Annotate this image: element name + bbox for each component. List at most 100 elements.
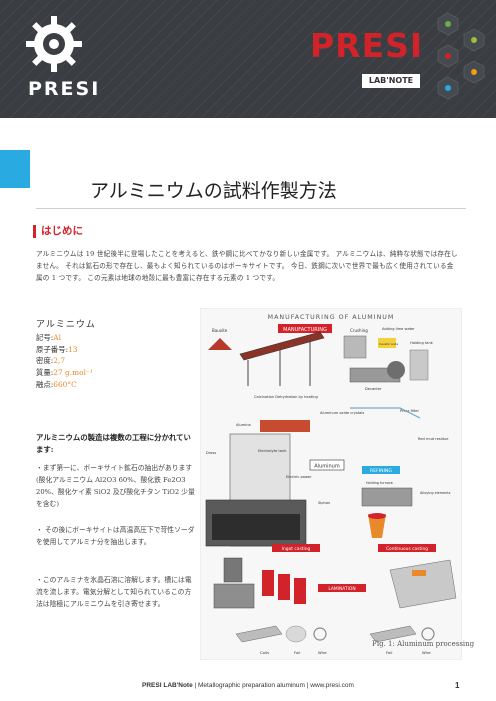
element-mass: 質量:27 g.mol⁻¹ (36, 367, 196, 379)
caustic-soda-label: Caustic soda (379, 342, 398, 346)
figure-caption: Fig. 1: Aluminum processing (372, 640, 475, 648)
red-mud-label: Red mud residue (418, 437, 449, 441)
calcination-label: Calcination Dehydration by heating (254, 395, 318, 399)
mass-value: 27 g.mol⁻¹ (53, 368, 93, 378)
hex-badge-icon (463, 60, 485, 84)
ingot-stack (213, 583, 255, 609)
refining-banner (362, 466, 400, 474)
manufacturing-bullet: ・まず第一に、ボーキサイト鉱石の抽出があります (酸化アルミニウム Al2O3 … (36, 464, 195, 508)
continuous-casting-label: Continuous casting (386, 546, 428, 552)
foil-product (369, 625, 417, 643)
element-number: 原子番号:13 (36, 344, 196, 356)
gear-logo-icon (26, 16, 82, 72)
footer-brand: PRESI LAB'Note (142, 682, 193, 689)
title-divider (36, 208, 466, 209)
symbol-value: Al (53, 332, 61, 342)
hex-badge-icon (437, 12, 459, 36)
section-marker (33, 225, 36, 238)
mass-label: 質量: (36, 368, 54, 378)
section-heading: はじめに (41, 225, 83, 237)
crushing-label: Crushing (350, 328, 368, 333)
footer: PRESI LAB'Note | Metallographic preparat… (0, 682, 496, 689)
aluminum-box (309, 459, 345, 471)
ingot-bar (262, 570, 274, 596)
ingot-casting-banner (272, 544, 320, 552)
blue-side-tab (0, 150, 30, 188)
holding-tank-label: Holding tank (410, 341, 434, 345)
wire-label: Wire (422, 650, 431, 655)
electric-power-label: Electric power (286, 475, 312, 479)
manufacturing-bullet: ・このアルミナを氷晶石溶に溶解します。槽には電流を流します。電気分解として知られ… (36, 576, 192, 608)
manufacturing-bullet: ・ その後にボーキサイトは高温高圧下で苛性ソーダを使用してアルミナ分を抽出します… (36, 526, 195, 546)
alumina-label: Alumina (236, 423, 251, 427)
page-title: アルミニウムの試料作製方法 (90, 180, 337, 202)
foil-label: Foil (294, 650, 300, 655)
aluminum-label: Aluminum (314, 464, 340, 470)
logo-text: PRESI (28, 78, 101, 100)
element-density: 密度:2,7 (36, 355, 196, 367)
coils-product (235, 625, 283, 643)
refining-label: REFINING (370, 468, 392, 474)
bauxite-pile (208, 338, 232, 350)
decanter-gear-icon (387, 361, 405, 379)
lime-water-label: Adding lime water (382, 327, 415, 331)
coils-label: Coils (260, 650, 269, 655)
dross-label: Dross (206, 451, 216, 455)
rolling-mill (389, 559, 457, 609)
number-value: 13 (68, 344, 78, 354)
hex-badge-icon (437, 44, 459, 68)
electrolyte-tank-label: Electrolyte tank (258, 449, 287, 453)
alloying-label: Alloying elements (420, 491, 451, 495)
crusher (343, 335, 367, 359)
manufacturing-intro: アルミニウムの製造は複数の工程に分かれています: (36, 433, 191, 454)
hex-badge-icon (437, 76, 459, 100)
labnote-badge: LAB'NOTE (362, 74, 420, 88)
conveyor-belt (239, 331, 325, 361)
footer-text: | Metallographic preparation aluminum | … (192, 682, 354, 689)
foil-roll (285, 625, 307, 643)
melting-label: 融点: (36, 379, 54, 389)
element-melting: 融点:660°C (36, 379, 196, 391)
intro-paragraph: アルミニウムは 19 世紀後半に登場したことを考えると、鉄や鋼に比べてかなり新し… (36, 250, 458, 282)
aluminum-oxide-label: Aluminum oxide crystals (320, 411, 364, 415)
element-symbol: 記号:Al (36, 332, 196, 344)
cell-bath (212, 514, 300, 540)
symbol-label: 記号: (36, 332, 54, 342)
decanter-label: Decanter (365, 387, 382, 391)
siphon-label: Siphon (318, 501, 330, 505)
element-name: アルミニウム (36, 320, 96, 330)
holding-tank (409, 349, 429, 381)
manufacturing-banner (278, 324, 332, 333)
number-label: 原子番号: (36, 344, 69, 354)
ingot-casting-label: Ingot casting (282, 546, 311, 552)
hex-badge-icon (463, 28, 485, 52)
continuous-casting-banner (378, 544, 436, 552)
melting-value: 660°C (53, 379, 77, 389)
ladle (368, 514, 386, 538)
lamination-banner (318, 584, 366, 592)
density-value: 2,7 (53, 356, 66, 366)
aluminum-process-diagram: MANUFACTURING OF ALUMINUM MANUFACTURING … (200, 308, 462, 660)
wire-coil (313, 627, 327, 641)
header-pattern (0, 0, 496, 118)
element-properties: アルミニウム 記号:Al 原子番号:13 密度:2,7 質量:27 g.mol⁻… (36, 320, 196, 391)
density-label: 密度: (36, 356, 54, 366)
ingot-bar (278, 574, 290, 600)
press-filter-label: Press filter (400, 409, 419, 413)
caustic-soda-box (378, 338, 396, 348)
molten-metal (368, 513, 386, 519)
brand-title: PRESI (310, 26, 424, 65)
wire-label: Wire (318, 650, 327, 655)
foil-label: Foil (386, 650, 392, 655)
diagram-title: MANUFACTURING OF ALUMINUM (268, 314, 395, 321)
lamination-label: LAMINATION (328, 586, 355, 592)
page-number: 1 (455, 681, 460, 690)
holding-furnace (361, 487, 413, 507)
header-banner: PRESI PRESI LAB'NOTE (0, 0, 496, 118)
holding-furnace-label: Holding furnace (366, 481, 393, 485)
pipe (350, 407, 421, 419)
ingot-bar (294, 578, 306, 604)
wire-coil (421, 627, 435, 641)
calcination-kiln (260, 420, 310, 432)
bauxite-label: Bauxite (212, 328, 228, 333)
